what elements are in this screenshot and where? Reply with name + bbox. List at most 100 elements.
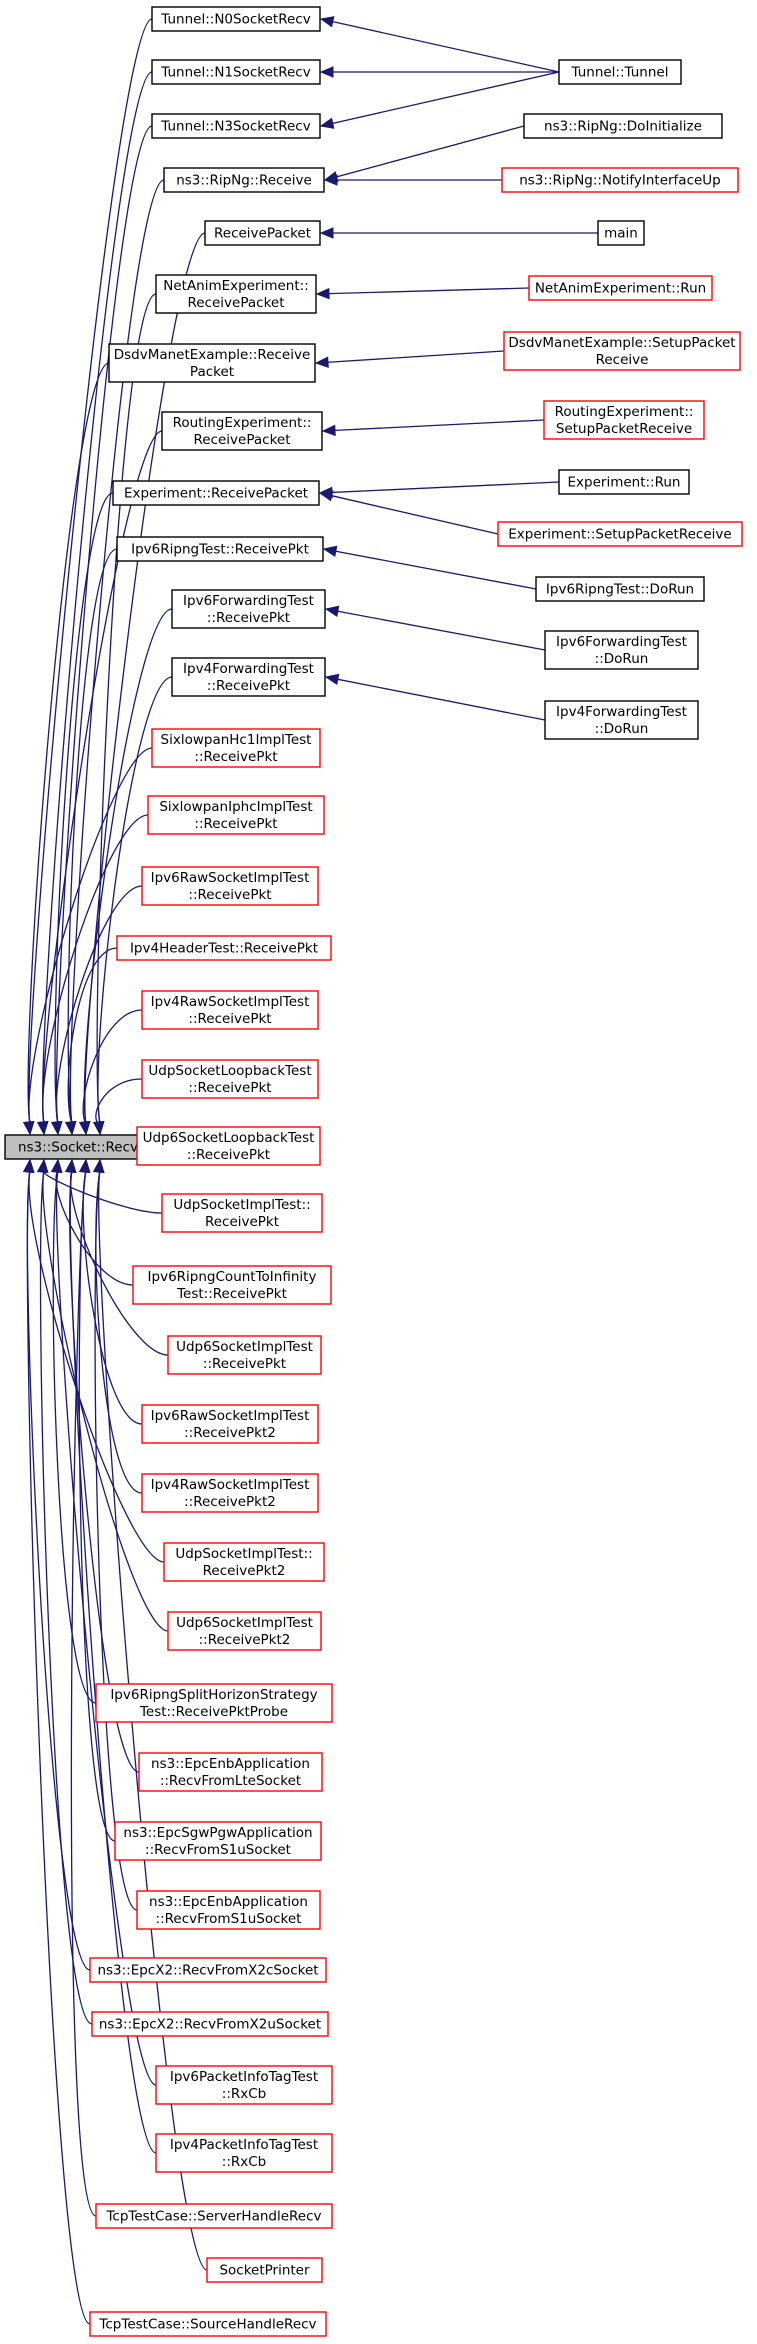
function-node[interactable]: Ipv4ForwardingTest::DoRun bbox=[544, 700, 699, 740]
call-edge bbox=[318, 490, 499, 535]
function-node[interactable]: Ipv4RawSocketImplTest::ReceivePkt2 bbox=[141, 1473, 319, 1513]
edge-arrowhead bbox=[314, 356, 329, 368]
function-node[interactable]: Ipv4HeaderTest::ReceivePkt bbox=[116, 935, 332, 961]
function-node[interactable]: TcpTestCase::ServerHandleRecv bbox=[95, 2203, 333, 2229]
function-node[interactable]: UdpSocketLoopbackTest::ReceivePkt bbox=[141, 1059, 319, 1099]
function-node[interactable]: ReceivePacket bbox=[204, 220, 321, 246]
node-box bbox=[171, 589, 326, 629]
function-node[interactable]: ns3::EpcEnbApplication::RecvFromS1uSocke… bbox=[136, 1890, 321, 1930]
function-node[interactable]: Ipv6RipngTest::ReceivePkt bbox=[116, 536, 324, 562]
function-node[interactable]: NetAnimExperiment::ReceivePacket bbox=[155, 274, 317, 314]
node-box bbox=[95, 1683, 333, 1723]
node-label: ns3::RipNg::Receive bbox=[176, 173, 312, 189]
function-node[interactable]: SocketPrinter bbox=[206, 2257, 323, 2283]
node-label: ::ReceivePkt2 bbox=[199, 1632, 291, 1648]
node-label: Ipv4ForwardingTest bbox=[556, 704, 687, 720]
function-node[interactable]: Ipv6PacketInfoTagTest::RxCb bbox=[155, 2065, 333, 2105]
node-label: Ipv6ForwardingTest bbox=[556, 634, 687, 650]
node-label: Ipv4HeaderTest::ReceivePkt bbox=[130, 941, 318, 957]
function-node[interactable]: ns3::RipNg::DoInitialize bbox=[523, 113, 723, 139]
function-node[interactable]: Ipv4RawSocketImplTest::ReceivePkt bbox=[141, 990, 319, 1030]
function-node[interactable]: Ipv6RawSocketImplTest::ReceivePkt bbox=[141, 866, 319, 906]
node-label: Udp6SocketImplTest bbox=[176, 1615, 313, 1631]
node-label: RoutingExperiment:: bbox=[555, 404, 694, 420]
function-node[interactable]: ns3::RipNg::Receive bbox=[163, 167, 325, 193]
function-node[interactable]: main bbox=[597, 220, 645, 246]
function-node[interactable]: Ipv4PacketInfoTagTest::RxCb bbox=[155, 2133, 333, 2173]
node-box bbox=[151, 59, 321, 85]
function-node[interactable]: ns3::RipNg::NotifyInterfaceUp bbox=[501, 167, 739, 193]
node-label: Experiment::SetupPacketReceive bbox=[508, 527, 731, 543]
node-label: UdpSocketImplTest:: bbox=[173, 1197, 310, 1213]
edge-path bbox=[337, 678, 546, 721]
node-label: TcpTestCase::SourceHandleRecv bbox=[98, 2317, 316, 2333]
function-node[interactable]: Ipv6RipngSplitHorizonStrategyTest::Recei… bbox=[95, 1683, 333, 1723]
function-node[interactable]: Experiment::SetupPacketReceive bbox=[497, 521, 743, 547]
node-box bbox=[151, 113, 321, 139]
function-node[interactable]: RoutingExperiment::ReceivePacket bbox=[161, 411, 323, 451]
function-node[interactable]: Ipv6ForwardingTest::DoRun bbox=[544, 630, 699, 670]
function-node[interactable]: Udp6SocketLoopbackTest::ReceivePkt bbox=[136, 1126, 321, 1166]
node-box bbox=[503, 331, 741, 371]
function-node[interactable]: Tunnel::Tunnel bbox=[558, 59, 682, 85]
function-node[interactable]: TcpTestCase::SourceHandleRecv bbox=[89, 2311, 327, 2337]
node-label: ::RecvFromLteSocket bbox=[160, 1773, 301, 1789]
function-node[interactable]: ns3::EpcX2::RecvFromX2uSocket bbox=[91, 2011, 329, 2037]
edge-arrowhead bbox=[319, 117, 335, 129]
edge-arrowhead bbox=[323, 174, 338, 186]
function-node[interactable]: Ipv6RipngTest::DoRun bbox=[535, 576, 705, 602]
node-label: ::ReceivePkt2 bbox=[184, 1494, 276, 1510]
node-box bbox=[141, 990, 319, 1030]
node-label: ns3::EpcSgwPgwApplication bbox=[123, 1825, 312, 1841]
function-node[interactable]: Tunnel::N1SocketRecv bbox=[151, 59, 321, 85]
node-label: ns3::EpcX2::RecvFromX2uSocket bbox=[99, 2017, 321, 2033]
node-box bbox=[206, 2257, 323, 2283]
function-node[interactable]: UdpSocketImplTest::ReceivePkt bbox=[161, 1193, 323, 1233]
node-label: DsdvManetExample::SetupPacket bbox=[508, 335, 735, 351]
node-box bbox=[167, 1611, 322, 1651]
edge-arrowhead bbox=[321, 424, 336, 437]
node-label: TcpTestCase::ServerHandleRecv bbox=[105, 2209, 321, 2225]
function-node[interactable]: SixlowpanIphcImplTest::ReceivePkt bbox=[147, 795, 325, 835]
edges-layer bbox=[23, 16, 598, 2325]
node-label: Packet bbox=[190, 364, 234, 380]
node-label: ::ReceivePkt bbox=[194, 749, 277, 765]
call-edge bbox=[324, 673, 546, 721]
edge-path bbox=[28, 18, 153, 1125]
edge-path bbox=[82, 1009, 143, 1125]
function-node[interactable]: Experiment::Run bbox=[558, 469, 690, 495]
function-node[interactable]: ns3::Socket::Recv bbox=[4, 1134, 152, 1160]
node-label: UdpSocketImplTest:: bbox=[175, 1546, 312, 1562]
node-label: ::ReceivePkt bbox=[188, 1080, 271, 1096]
function-node[interactable]: DsdvManetExample::SetupPacketReceive bbox=[503, 331, 741, 371]
function-node[interactable]: Udp6SocketImplTest::ReceivePkt bbox=[167, 1335, 322, 1375]
edge-path bbox=[55, 125, 153, 1125]
function-node[interactable]: ns3::EpcSgwPgwApplication::RecvFromS1uSo… bbox=[114, 1821, 322, 1861]
function-node[interactable]: ns3::EpcX2::RecvFromX2cSocket bbox=[89, 1957, 327, 1983]
node-box bbox=[501, 167, 739, 193]
edge-arrowhead bbox=[51, 1158, 63, 1174]
function-node[interactable]: Ipv4ForwardingTest::ReceivePkt bbox=[171, 657, 326, 697]
function-node[interactable]: DsdvManetExample::ReceivePacket bbox=[108, 343, 316, 383]
function-node[interactable]: UdpSocketImplTest::ReceivePkt2 bbox=[163, 1542, 325, 1582]
function-node[interactable]: Tunnel::N0SocketRecv bbox=[151, 6, 321, 32]
function-node[interactable]: RoutingExperiment::SetupPacketReceive bbox=[543, 400, 705, 440]
function-node[interactable]: Tunnel::N3SocketRecv bbox=[151, 113, 321, 139]
function-node[interactable]: SixlowpanHc1ImplTest::ReceivePkt bbox=[151, 728, 321, 768]
node-box bbox=[528, 275, 713, 301]
nodes-layer: ns3::Socket::Recv Tunnel::N0SocketRecvTun… bbox=[4, 6, 743, 2337]
function-node[interactable]: Experiment::ReceivePacket bbox=[112, 480, 320, 506]
function-node[interactable]: Udp6SocketImplTest::ReceivePkt2 bbox=[167, 1611, 322, 1651]
function-node[interactable]: Ipv6RawSocketImplTest::ReceivePkt2 bbox=[141, 1404, 319, 1444]
function-node[interactable]: ns3::EpcEnbApplication::RecvFromLteSocke… bbox=[138, 1752, 323, 1792]
node-label: Ipv6RipngSplitHorizonStrategy bbox=[110, 1687, 317, 1703]
node-label: ::RxCb bbox=[222, 2154, 266, 2170]
function-node[interactable]: NetAnimExperiment::Run bbox=[528, 275, 713, 301]
edge-path bbox=[331, 481, 560, 494]
edge-path bbox=[26, 1169, 91, 2325]
function-node[interactable]: Ipv6ForwardingTest::ReceivePkt bbox=[171, 589, 326, 629]
call-edge bbox=[37, 1158, 93, 2025]
call-edge bbox=[23, 1158, 91, 2325]
edge-path bbox=[95, 1078, 143, 1125]
